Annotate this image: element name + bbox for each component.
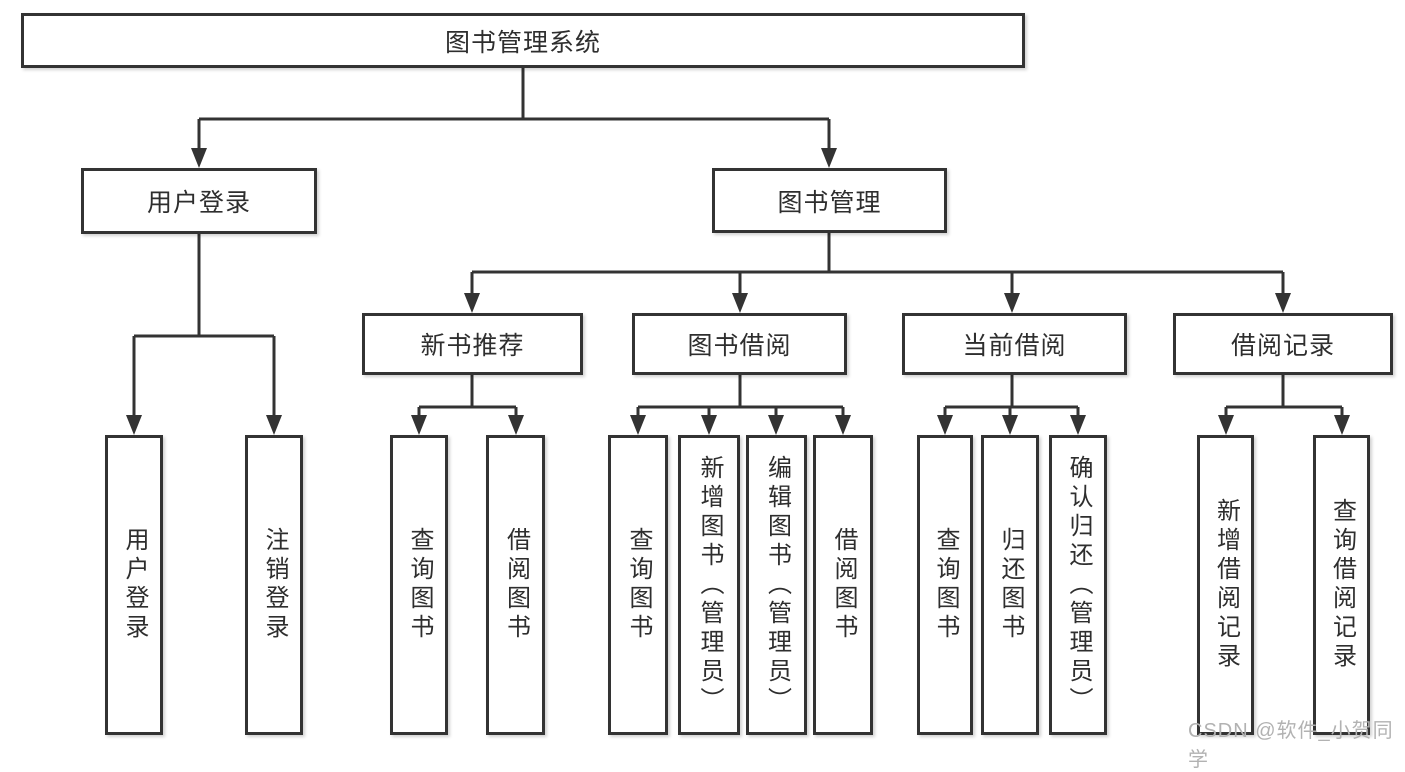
node-label: 编辑图书（管理员） [763, 454, 791, 716]
connector-lines [126, 68, 1350, 435]
node-label: 新增借阅记录 [1212, 498, 1240, 672]
leaf-add-books-admin: 新增图书（管理员） [678, 435, 740, 735]
leaf-edit-books-admin: 编辑图书（管理员） [746, 435, 807, 735]
node-label: 用户登录 [146, 189, 251, 217]
leaf-query-books-borrow: 查询图书 [608, 435, 668, 735]
node-book-borrowing: 图书借阅 [632, 313, 847, 375]
node-label: 查询图书 [625, 527, 652, 643]
leaf-borrow-books-recommend: 借阅图书 [486, 435, 545, 735]
node-label: 图书管理 [777, 188, 882, 217]
node-label: 确认归还（管理员） [1065, 454, 1092, 716]
node-current-borrowing: 当前借阅 [902, 313, 1127, 375]
node-label: 查询图书 [932, 527, 959, 643]
leaf-confirm-return-admin: 确认归还（管理员） [1049, 435, 1107, 735]
node-label: 查询借阅记录 [1328, 498, 1356, 672]
node-label: 新书推荐 [420, 332, 525, 360]
leaf-query-books-recommend: 查询图书 [390, 435, 448, 735]
node-label: 用户登录 [121, 527, 148, 643]
leaf-query-borrow-record: 查询借阅记录 [1313, 435, 1370, 735]
leaf-logout: 注销登录 [245, 435, 303, 735]
node-label: 借阅记录 [1230, 332, 1335, 360]
node-label: 归还图书 [997, 527, 1024, 643]
node-label: 当前借阅 [962, 332, 1067, 360]
leaf-add-borrow-record: 新增借阅记录 [1197, 435, 1254, 735]
node-label: 借阅图书 [502, 527, 530, 643]
node-label: 图书管理系统 [444, 28, 601, 57]
node-label: 查询图书 [406, 527, 433, 643]
node-label: 借阅图书 [830, 527, 857, 643]
node-borrowing-records: 借阅记录 [1173, 313, 1393, 375]
node-label: 注销登录 [261, 527, 288, 643]
leaf-query-books-current: 查询图书 [917, 435, 973, 735]
watermark: CSDN @软件_小贺同学 [1188, 720, 1394, 771]
leaf-return-books: 归还图书 [981, 435, 1039, 735]
leaf-borrow-books: 借阅图书 [813, 435, 873, 735]
node-user-login: 用户登录 [81, 168, 317, 234]
node-new-book-recommendation: 新书推荐 [362, 313, 583, 375]
node-book-management: 图书管理 [712, 168, 947, 233]
node-label: 图书借阅 [687, 332, 792, 360]
node-library-management-system: 图书管理系统 [21, 13, 1025, 68]
arrowheads [126, 148, 1350, 435]
node-label: 新增图书（管理员） [696, 454, 723, 716]
leaf-user-login: 用户登录 [105, 435, 163, 735]
